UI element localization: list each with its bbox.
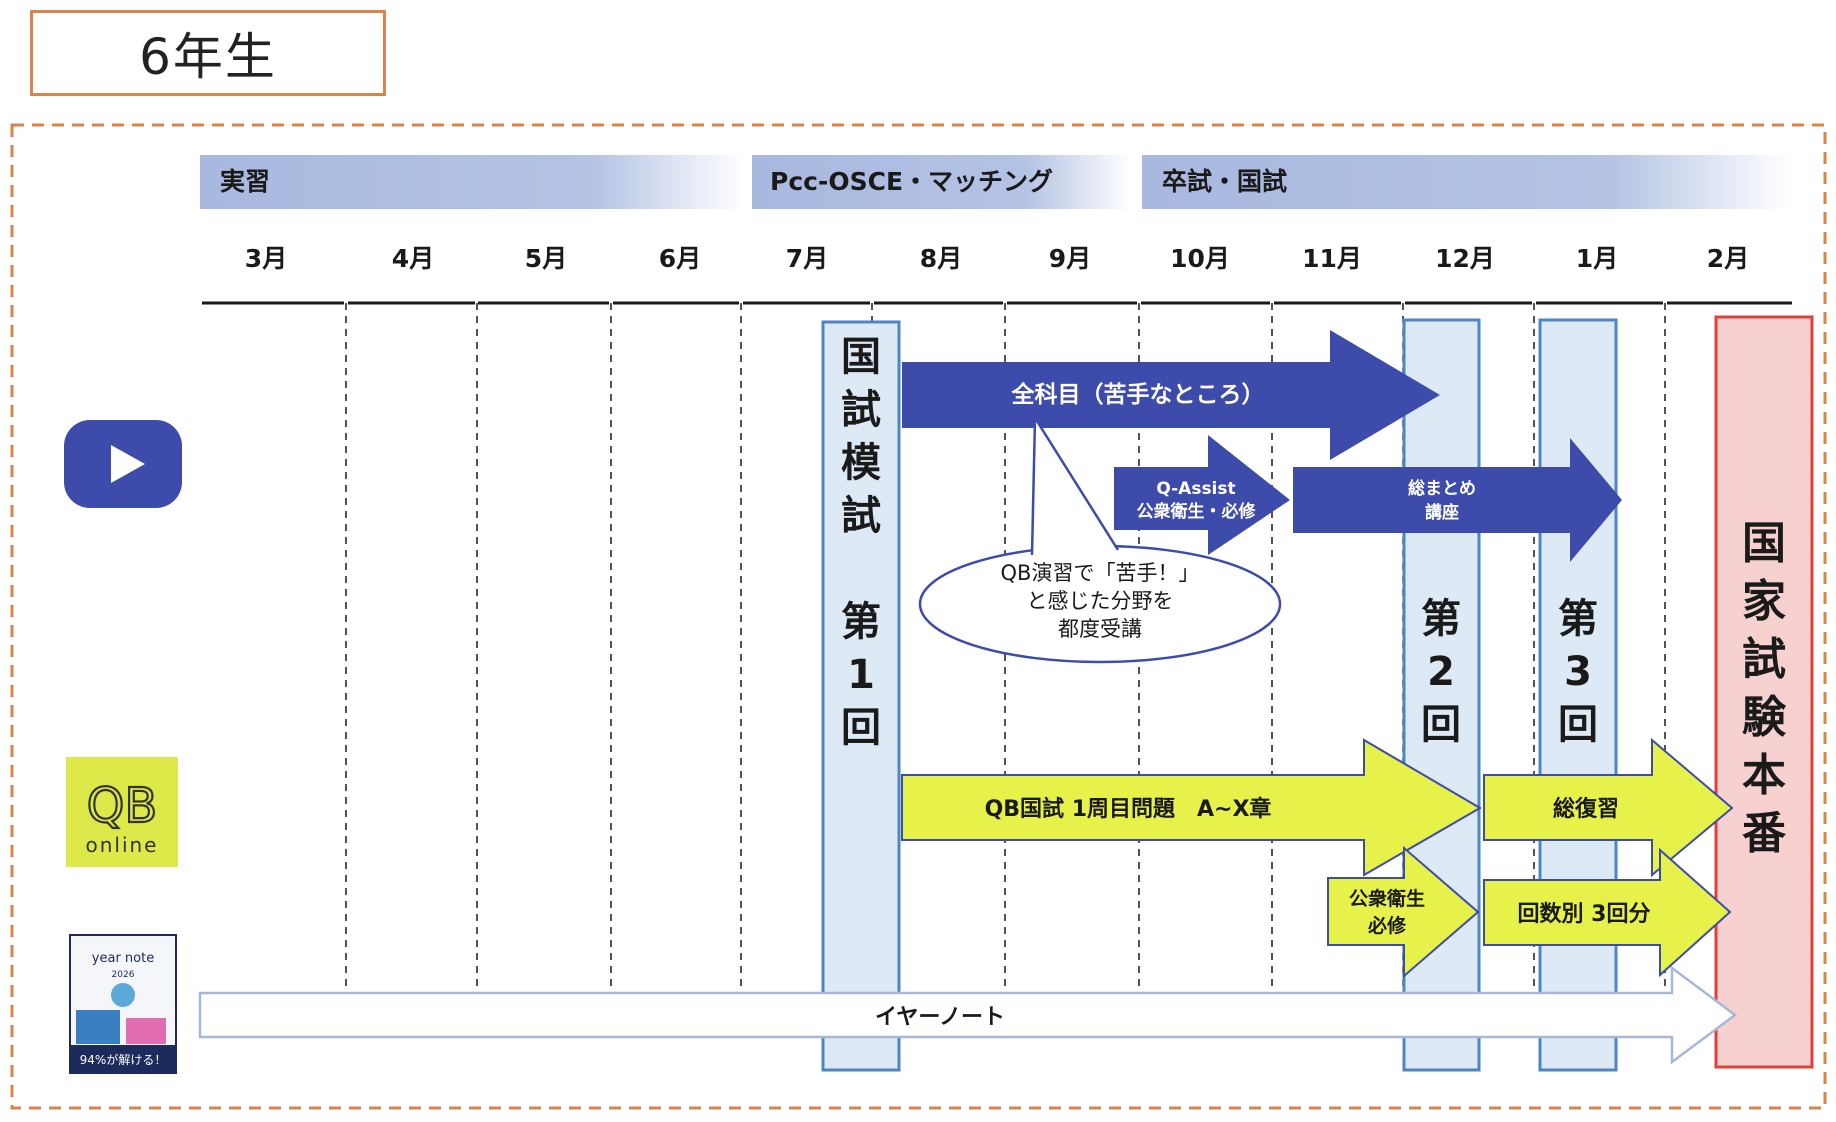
mock3-chars-char-2: 回 bbox=[1558, 702, 1598, 748]
phase-label-0: 実習 bbox=[220, 167, 270, 196]
video-play-icon bbox=[64, 420, 182, 508]
month-label-1: 4月 bbox=[392, 244, 434, 273]
mock1-chars-char-7: 回 bbox=[841, 705, 881, 751]
callout-line-2: と感じた分野を bbox=[1027, 589, 1174, 613]
month-label-6: 9月 bbox=[1049, 244, 1091, 273]
month-label-3: 6月 bbox=[659, 244, 701, 273]
book-tagline: 94%が解ける！ bbox=[80, 1052, 167, 1067]
public-health-label-2: 必修 bbox=[1367, 914, 1407, 937]
page-title: 6年生 bbox=[30, 10, 386, 96]
total-review-label: 総復習 bbox=[1553, 796, 1619, 822]
mock1-chars-char-5: 第 bbox=[841, 599, 881, 645]
year-note-book-icon: year note 2026 94%が解ける！ bbox=[69, 934, 177, 1074]
callout-line-3: 都度受講 bbox=[1058, 617, 1142, 641]
mock1-chars-char-0: 国 bbox=[841, 334, 881, 380]
month-label-10: 1月 bbox=[1576, 244, 1618, 273]
month-label-11: 2月 bbox=[1707, 244, 1749, 273]
exam-chars-char-4: 本 bbox=[1742, 750, 1786, 801]
mock3-chars-char-1: 3 bbox=[1564, 649, 1592, 695]
mock3-chars-char-0: 第 bbox=[1558, 596, 1598, 642]
mock2-chars-char-0: 第 bbox=[1421, 596, 1461, 642]
month-headers: 3月 4月 5月 6月 7月 8月 9月 10月 11月 12月 1月 2月 bbox=[245, 244, 1749, 273]
month-label-8: 11月 bbox=[1302, 244, 1362, 273]
phase-label-1: Pcc-OSCE・マッチング bbox=[770, 167, 1053, 196]
q-assist-label-1: Q-Assist bbox=[1156, 479, 1235, 499]
callout-bubble: QB演習で「苦手！」 と感じた分野を 都度受講 bbox=[918, 416, 1282, 664]
month-label-5: 8月 bbox=[920, 244, 962, 273]
phase-bar-0: 実習 bbox=[200, 155, 745, 209]
year-note-arrow bbox=[198, 965, 1738, 1065]
national-exam-column bbox=[1714, 315, 1814, 1069]
mock1-chars-char-2: 模 bbox=[841, 440, 881, 486]
book-year: 2026 bbox=[112, 970, 135, 980]
qb-online-logo: QB online bbox=[66, 757, 178, 867]
by-session-label: 回数別 3回分 bbox=[1518, 901, 1651, 927]
public-health-arrow bbox=[1327, 845, 1480, 979]
month-label-7: 10月 bbox=[1170, 244, 1230, 273]
q-assist-label-2: 公衆衛生・必修 bbox=[1137, 501, 1257, 522]
callout-line-1: QB演習で「苦手！」 bbox=[1001, 561, 1200, 585]
qb-logo-top: QB bbox=[87, 778, 158, 834]
q-assist-arrow bbox=[1114, 435, 1290, 555]
mock-exam-3-label: 第 3 回 bbox=[1558, 596, 1598, 748]
mock1-chars-char-6: 1 bbox=[847, 652, 875, 698]
exam-chars-char-1: 家 bbox=[1742, 576, 1786, 627]
book-title: year note bbox=[92, 951, 154, 966]
mock2-chars-char-1: 2 bbox=[1427, 649, 1455, 695]
summary-course-arrow bbox=[1293, 438, 1622, 562]
phase-label-2: 卒試・国試 bbox=[1162, 167, 1287, 196]
summary-course-label-1: 総まとめ bbox=[1408, 478, 1476, 499]
total-review-arrow bbox=[1483, 737, 1734, 878]
qb-logo-bottom: online bbox=[85, 833, 158, 857]
phase-bar-2: 卒試・国試 bbox=[1142, 155, 1792, 209]
month-label-0: 3月 bbox=[245, 244, 287, 273]
mock1-chars-char-3: 試 bbox=[841, 493, 881, 539]
qb-first-round-label: QB国試 1周目問題 A~X章 bbox=[985, 796, 1272, 822]
by-session-arrow bbox=[1483, 847, 1732, 978]
exam-chars-char-3: 験 bbox=[1742, 692, 1787, 743]
qb-first-round-arrow bbox=[901, 738, 1482, 877]
mock-exam-1 bbox=[821, 320, 901, 1072]
exam-chars-char-5: 番 bbox=[1742, 808, 1787, 859]
month-label-2: 5月 bbox=[525, 244, 567, 273]
month-label-9: 12月 bbox=[1435, 244, 1495, 273]
mock1-chars-char-1: 試 bbox=[841, 387, 881, 433]
month-label-4: 7月 bbox=[786, 244, 828, 273]
summary-course-label-2: 講座 bbox=[1425, 502, 1459, 523]
mock-exam-2-label: 第 2 回 bbox=[1421, 596, 1461, 748]
public-health-label-1: 公衆衛生 bbox=[1349, 887, 1425, 910]
exam-chars-char-2: 試 bbox=[1742, 634, 1786, 685]
mock-exam-3 bbox=[1538, 318, 1618, 1072]
all-subjects-label: 全科目（苦手なところ） bbox=[1011, 381, 1265, 408]
outer-dashed-frame bbox=[10, 123, 1827, 1110]
mock2-chars-char-2: 回 bbox=[1421, 702, 1461, 748]
year-note-arrow-label: イヤーノート bbox=[875, 1005, 1005, 1030]
phase-bar-1: Pcc-OSCE・マッチング bbox=[752, 155, 1132, 209]
exam-chars-char-0: 国 bbox=[1742, 518, 1786, 569]
